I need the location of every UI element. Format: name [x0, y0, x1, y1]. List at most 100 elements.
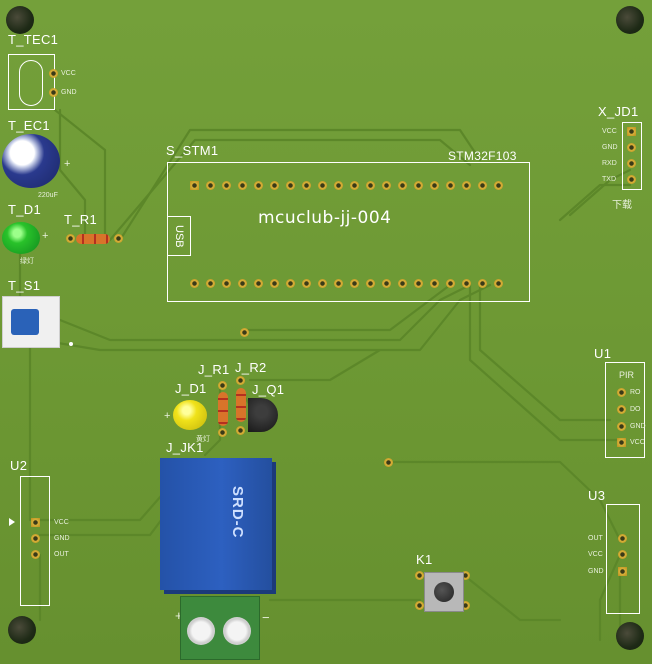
header-pin: [398, 279, 407, 288]
header-pin: [270, 279, 279, 288]
yellow-led: [173, 400, 207, 430]
pad: [617, 388, 626, 397]
j-q1-label: J_Q1: [252, 382, 285, 397]
k1-label: K1: [416, 552, 433, 567]
pad: [218, 381, 227, 390]
t-tec1-label: T_TEC1: [8, 32, 59, 47]
u1-pin-do: DO: [630, 406, 641, 413]
pad: [627, 159, 636, 168]
transistor-body: [248, 398, 278, 432]
pad: [31, 550, 40, 559]
pad: [618, 567, 627, 576]
pin1-marker: [9, 518, 15, 526]
header-pin: [206, 279, 215, 288]
relay-model: SRD-C: [229, 486, 246, 539]
thermistor-body: [19, 60, 43, 106]
via: [240, 328, 249, 337]
header-pin: [286, 181, 295, 190]
header-pin: [318, 181, 327, 190]
switch-button[interactable]: [11, 309, 39, 335]
screw-terminal: [180, 596, 260, 660]
x-jd1-pin-gnd: GND: [602, 144, 618, 151]
t-ec1-value: 220uF: [38, 192, 58, 199]
screw[interactable]: [187, 617, 215, 645]
s-stm1-part: STM32F103: [448, 149, 517, 163]
pad: [49, 88, 58, 97]
s-stm1-label: S_STM1: [166, 143, 219, 158]
header-pin: [414, 181, 423, 190]
x-jd1-pin-txd: TXD: [602, 176, 616, 183]
mounting-hole: [8, 616, 36, 644]
t-tec1-pin1: VCC: [61, 70, 76, 77]
header-pin: [430, 181, 439, 190]
header-pin: [350, 279, 359, 288]
pad: [66, 234, 75, 243]
u2-label: U2: [10, 458, 28, 473]
x-jd1-pin-rxd: RXD: [602, 160, 617, 167]
resistor-body: [218, 392, 228, 426]
via: [384, 458, 393, 467]
header-pin: [286, 279, 295, 288]
j-d1-label: J_D1: [175, 381, 207, 396]
x-jd1-pin-vcc: VCC: [602, 128, 617, 135]
u3-pin-out: OUT: [588, 535, 603, 542]
header-pin: [398, 181, 407, 190]
u1-pin-ro: RO: [630, 389, 641, 396]
pad: [31, 518, 40, 527]
terminal-minus: −: [262, 610, 270, 625]
resistor-body: [76, 234, 110, 244]
header-pin: [446, 279, 455, 288]
header-pin: [366, 279, 375, 288]
terminal-plus: +: [175, 608, 183, 623]
t-d1-label: T_D1: [8, 202, 41, 217]
pad: [617, 405, 626, 414]
header-pin: [446, 181, 455, 190]
t-d1-plus: +: [42, 230, 49, 242]
u1-pin-gnd: GND: [630, 423, 646, 430]
header-pin: [254, 181, 263, 190]
u2-pin-out: OUT: [54, 551, 69, 558]
pad: [617, 438, 626, 447]
u1-title: PIR: [619, 370, 635, 380]
t-r1-label: T_R1: [64, 212, 97, 227]
header-pin: [238, 181, 247, 190]
pad: [218, 428, 227, 437]
header-pin: [254, 279, 263, 288]
header-pin: [382, 279, 391, 288]
header-pin: [206, 181, 215, 190]
x-jd1-caption: 下载: [612, 200, 632, 211]
u3-label: U3: [588, 488, 606, 503]
header-pin: [190, 181, 199, 190]
screw[interactable]: [223, 617, 251, 645]
board-title: mcuclub-jj-004: [258, 208, 392, 228]
pad: [627, 127, 636, 136]
header-pin: [350, 181, 359, 190]
header-pin: [382, 181, 391, 190]
usb-label: USB: [173, 224, 185, 248]
j-jk1-label: J_JK1: [166, 440, 204, 455]
header-pin: [478, 279, 487, 288]
j-r1-label: J_R1: [198, 362, 230, 377]
header-pin: [462, 279, 471, 288]
mounting-hole: [6, 6, 34, 34]
u2-outline: [20, 476, 50, 606]
j-d1-plus: +: [164, 410, 171, 422]
u1-label: U1: [594, 346, 612, 361]
header-pin: [430, 279, 439, 288]
switch-housing: [2, 296, 60, 348]
j-r2-label: J_R2: [235, 360, 267, 375]
pad: [236, 426, 245, 435]
u3-pin-vcc: VCC: [588, 551, 603, 558]
button-cap[interactable]: [434, 582, 454, 602]
u2-pin-gnd: GND: [54, 535, 70, 542]
header-pin: [222, 279, 231, 288]
push-button[interactable]: [424, 572, 464, 612]
header-pin: [190, 279, 199, 288]
header-pin: [270, 181, 279, 190]
t-tec1-outline: [8, 54, 55, 110]
green-led: [2, 222, 40, 254]
pad: [114, 234, 123, 243]
pad: [627, 143, 636, 152]
